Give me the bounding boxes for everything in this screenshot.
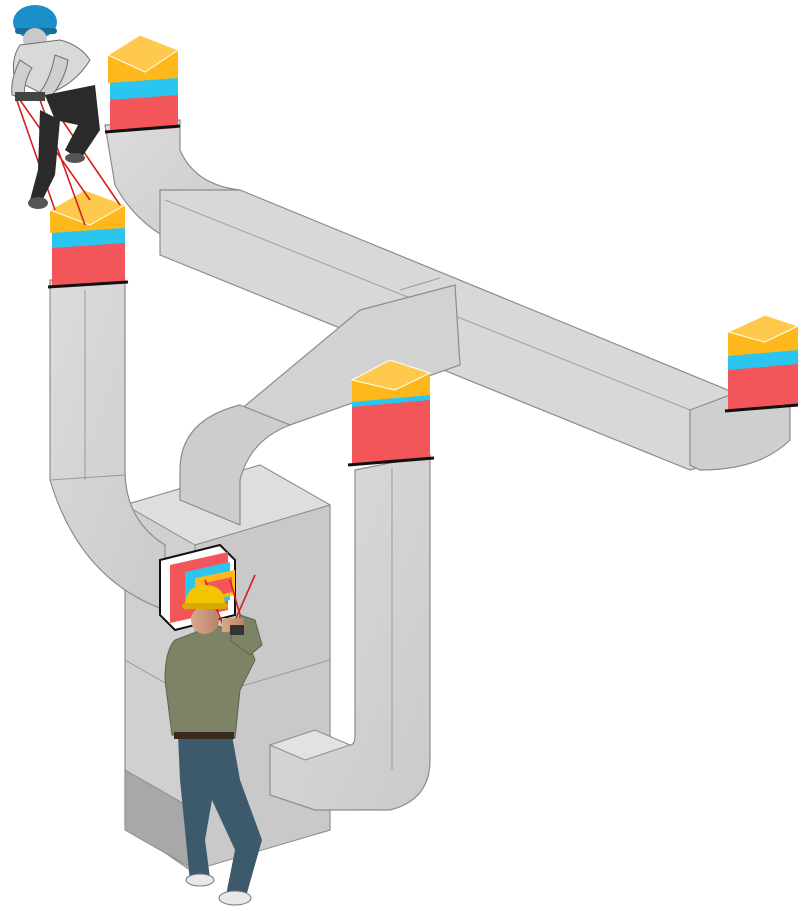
outlet-right-caps	[724, 314, 799, 413]
outlet-top-left-caps	[104, 34, 181, 134]
worker-standing	[164, 585, 263, 906]
outlet-left-caps	[47, 189, 129, 289]
worker-kneeling	[11, 5, 100, 209]
center-riser-duct	[268, 454, 431, 811]
outlet-center-caps	[347, 359, 435, 467]
left-riser-duct	[49, 279, 166, 611]
